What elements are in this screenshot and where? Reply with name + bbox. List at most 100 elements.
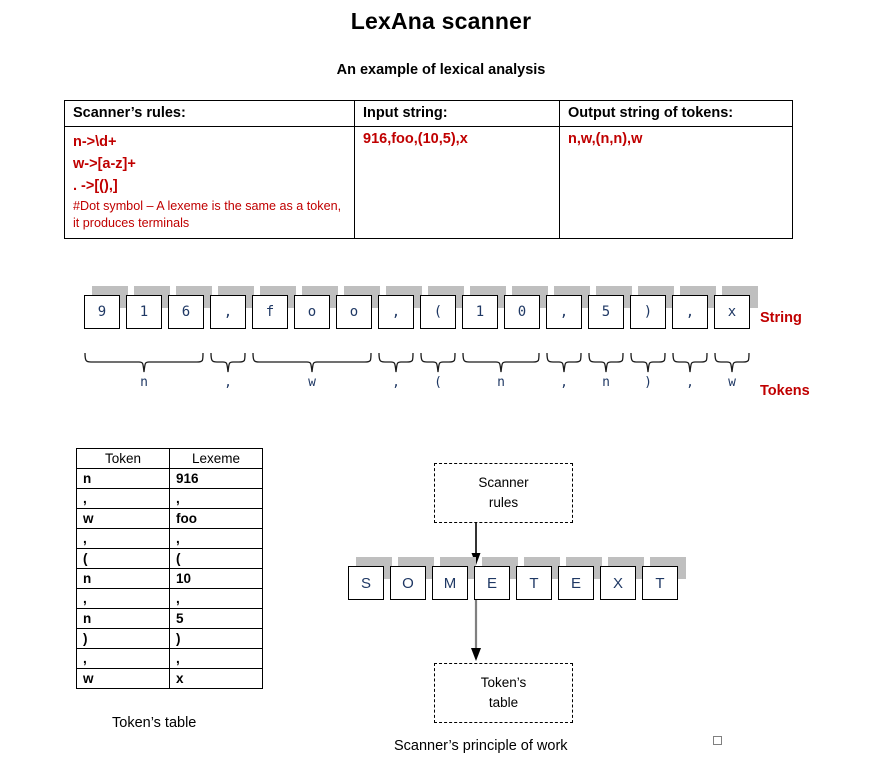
rules-note: #Dot symbol – A lexeme is the same as a … xyxy=(73,199,342,231)
char-cell-wrapper: ) xyxy=(630,286,674,329)
input-header-cell: Input string: xyxy=(354,100,560,127)
rule-1: n->\d+ xyxy=(73,134,117,150)
char-cell-wrapper: , xyxy=(546,286,590,329)
char-cell-wrapper: 5 xyxy=(588,286,632,329)
char-cell: o xyxy=(294,295,330,329)
scanner-rules-line-2: rules xyxy=(488,495,519,510)
table-row: (( xyxy=(76,548,263,569)
token-group-label: , xyxy=(686,375,694,390)
lexeme-cell: foo xyxy=(169,508,263,529)
char-cell-wrapper: o xyxy=(336,286,380,329)
arrow-rules-to-text xyxy=(471,523,481,565)
rule-2: w->[a-z]+ xyxy=(73,156,136,173)
token-group-label: ( xyxy=(434,375,442,390)
lexeme-cell: , xyxy=(169,648,263,669)
small-square-marker xyxy=(713,736,722,745)
token-group-label: , xyxy=(224,375,232,390)
input-string-value: 916,foo,(10,5),x xyxy=(363,131,468,147)
char-cell-wrapper: M xyxy=(432,557,476,600)
token-cell: , xyxy=(76,528,170,549)
token-cell: , xyxy=(76,488,170,509)
table-row: ,, xyxy=(76,588,263,609)
token-column-header: Token xyxy=(76,448,170,469)
page-title: LexAna scanner xyxy=(350,8,532,34)
lexeme-cell: , xyxy=(169,528,263,549)
char-cell-wrapper: 1 xyxy=(126,286,170,329)
curly-brace-icon xyxy=(420,352,456,373)
char-cell-wrapper: T xyxy=(642,557,686,600)
token-group-label: , xyxy=(392,375,400,390)
char-cell-wrapper: T xyxy=(516,557,560,600)
tokens-table-line-2: table xyxy=(488,695,519,710)
token-table-caption: Token’s table xyxy=(112,715,197,731)
curly-brace-icon xyxy=(630,352,666,373)
rules-body-cell: n->\d+ w->[a-z]+ . ->[(),] #Dot symbol –… xyxy=(64,125,355,240)
char-cell-wrapper: X xyxy=(600,557,644,600)
lexeme-cell: 5 xyxy=(169,608,263,629)
lexeme-cell: ( xyxy=(169,548,263,569)
token-cell: w xyxy=(76,508,170,529)
char-cell: X xyxy=(600,566,636,600)
scanner-rules-box: Scanner rules xyxy=(434,463,573,523)
lexeme-column-header: Lexeme xyxy=(169,448,263,469)
table-row: ,, xyxy=(76,488,263,509)
char-cell: T xyxy=(642,566,678,600)
char-cell: 1 xyxy=(462,295,498,329)
token-group: n xyxy=(84,352,204,390)
char-cell: ) xyxy=(630,295,666,329)
char-cell-wrapper: o xyxy=(294,286,338,329)
curly-brace-icon xyxy=(546,352,582,373)
token-group: n xyxy=(462,352,540,390)
token-group: , xyxy=(378,352,414,390)
token-group: , xyxy=(210,352,246,390)
string-row-label: String xyxy=(760,310,802,326)
diagram-caption: Scanner’s principle of work xyxy=(394,738,568,754)
char-cell: 0 xyxy=(504,295,540,329)
token-cell: , xyxy=(76,648,170,669)
curly-brace-icon xyxy=(672,352,708,373)
char-cell-wrapper: 1 xyxy=(462,286,506,329)
page-subtitle: An example of lexical analysis xyxy=(336,62,546,78)
char-cell-wrapper: E xyxy=(474,557,518,600)
char-cell-wrapper: 9 xyxy=(84,286,128,329)
input-string-cell: 916,foo,(10,5),x xyxy=(354,125,560,240)
char-cell: , xyxy=(546,295,582,329)
output-tokens-value: n,w,(n,n),w xyxy=(568,131,643,147)
char-cell-wrapper: S xyxy=(348,557,392,600)
tokens-brace-strip: n,w,(n,n),w xyxy=(84,352,756,390)
tokens-table-line-1: Token’s xyxy=(480,675,527,691)
curly-brace-icon xyxy=(462,352,540,373)
token-table-header-row: Token Lexeme xyxy=(76,448,263,469)
char-cell-wrapper: O xyxy=(390,557,434,600)
token-group: n xyxy=(588,352,624,390)
table-row: )) xyxy=(76,628,263,649)
token-cell: n xyxy=(76,608,170,629)
curly-brace-icon xyxy=(378,352,414,373)
char-cell-wrapper: , xyxy=(378,286,422,329)
char-cell-wrapper: , xyxy=(210,286,254,329)
lexeme-cell: , xyxy=(169,488,263,509)
token-group: , xyxy=(546,352,582,390)
char-cell-wrapper: , xyxy=(672,286,716,329)
char-cell-wrapper: x xyxy=(714,286,758,329)
arrow-text-to-token-table xyxy=(471,600,481,661)
curly-brace-icon xyxy=(714,352,750,373)
table-row: ,, xyxy=(76,648,263,669)
lexeme-cell: ) xyxy=(169,628,263,649)
curly-brace-icon xyxy=(252,352,372,373)
char-cell: 5 xyxy=(588,295,624,329)
token-cell: ) xyxy=(76,628,170,649)
char-cell: E xyxy=(474,566,510,600)
rules-table-body-row: n->\d+ w->[a-z]+ . ->[(),] #Dot symbol –… xyxy=(64,125,793,240)
rules-table: Scanner’s rules: Input string: Output st… xyxy=(64,100,793,240)
token-group-label: ) xyxy=(644,375,652,390)
char-cell: 9 xyxy=(84,295,120,329)
char-cell: E xyxy=(558,566,594,600)
lexeme-cell: 10 xyxy=(169,568,263,589)
char-cell: , xyxy=(210,295,246,329)
char-cell-wrapper: 0 xyxy=(504,286,548,329)
